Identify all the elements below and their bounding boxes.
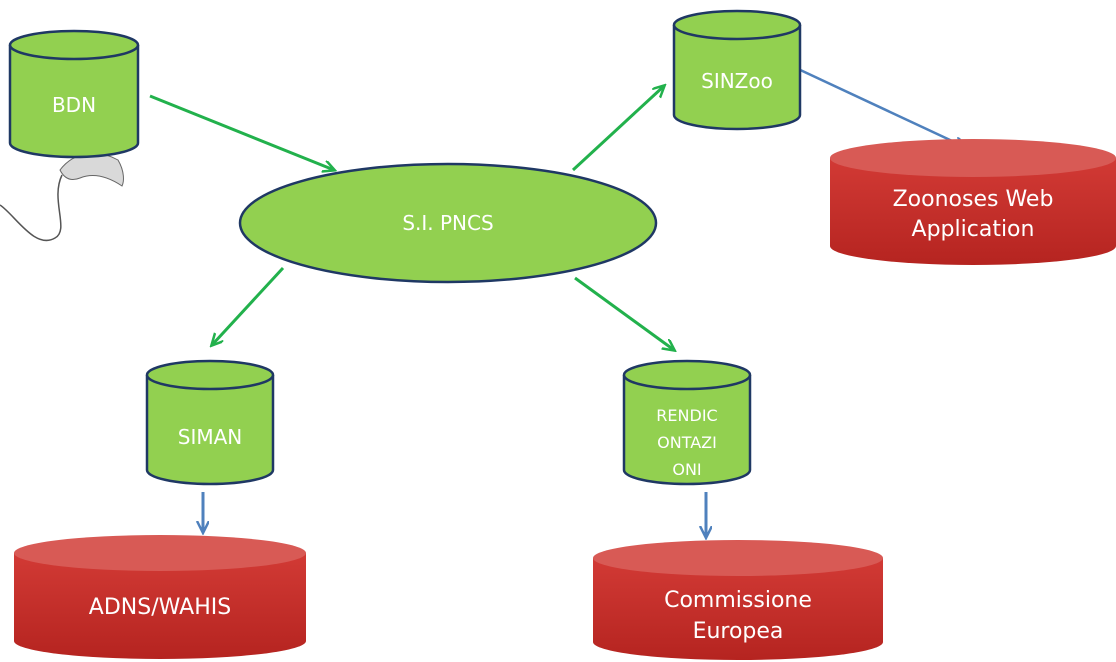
node-bdn: BDN (8, 29, 140, 159)
node-zoonoses-label-line2: Application (912, 217, 1035, 242)
arrow-pncs-to-sinzoo (571, 86, 664, 172)
node-rendicontazioni-label-line3: ONI (672, 460, 701, 479)
node-zoonoses-label-line1: Zoonoses Web (893, 187, 1054, 212)
node-commissione-label-line1: Commissione (664, 588, 812, 613)
node-rendicontazioni-label-line2: ONTAZI (657, 433, 717, 452)
node-siman: SIMAN (145, 359, 275, 486)
arrow-pncs-to-rendicontazioni (574, 276, 674, 350)
arrow-pncs-to-siman (212, 266, 285, 345)
node-pncs-label: S.I. PNCS (402, 211, 493, 235)
node-bdn-label: BDN (52, 93, 96, 117)
arrow-sinzoo-to-zoonoses (795, 66, 965, 147)
node-commissione-label-line2: Europea (693, 619, 784, 644)
arrow-bdn-to-pncs (149, 94, 334, 170)
node-adns-label: ADNS/WAHIS (89, 595, 231, 620)
node-adns: ADNS/WAHIS (14, 535, 306, 659)
node-sinzoo-label: SINZoo (701, 69, 773, 93)
node-rendicontazioni-label-line1: RENDIC (656, 406, 717, 425)
node-sinzoo: SINZoo (672, 9, 802, 131)
mouse-icon (0, 152, 124, 242)
node-commissione: Commissione Europea (593, 540, 883, 660)
node-rendicontazioni: RENDIC ONTAZI ONI (622, 359, 752, 486)
node-siman-label: SIMAN (178, 425, 243, 449)
node-pncs: S.I. PNCS (238, 162, 658, 284)
node-zoonoses: Zoonoses Web Application (830, 139, 1116, 265)
